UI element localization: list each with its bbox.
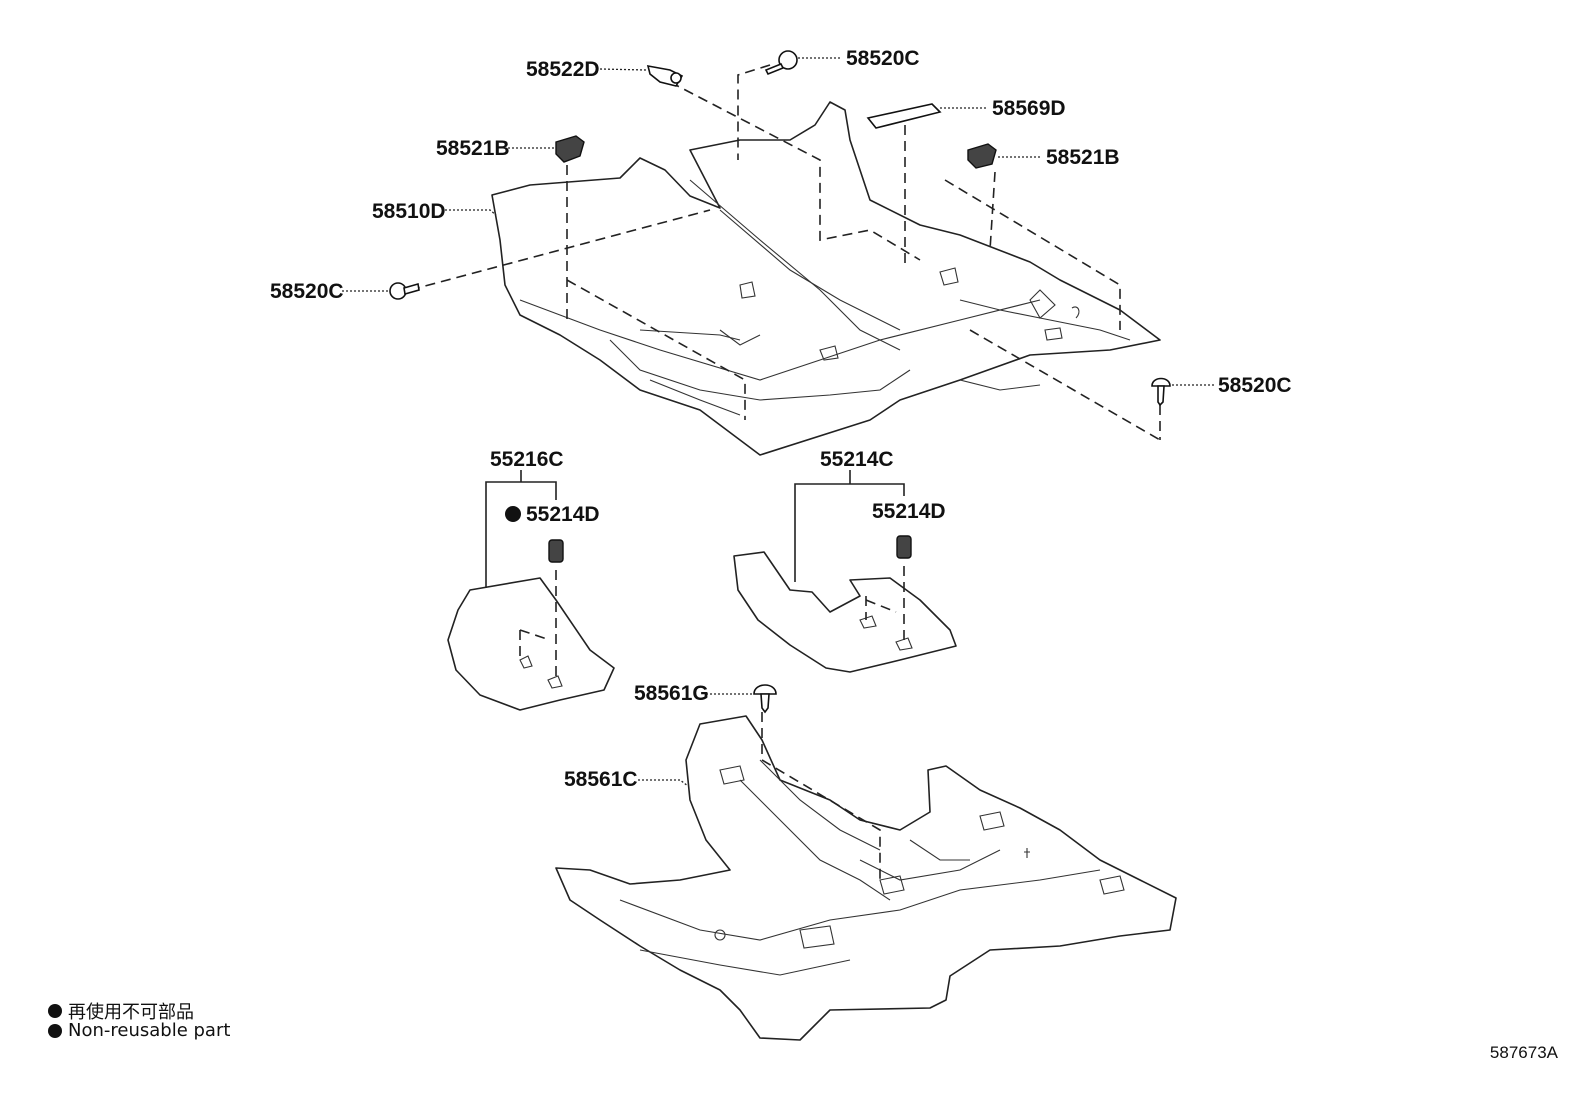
clip-55214D-left bbox=[548, 539, 564, 563]
label-55214D-right: 55214D bbox=[872, 500, 946, 523]
label-58520C-right: 58520C bbox=[1218, 374, 1292, 397]
clip-58520C-left bbox=[389, 282, 420, 300]
clip-58520C-right bbox=[1151, 377, 1171, 407]
clip-58522D bbox=[646, 64, 684, 87]
bracket-58569D bbox=[866, 103, 942, 129]
label-58520C-left: 58520C bbox=[270, 280, 344, 303]
label-55216C: 55216C bbox=[490, 448, 564, 471]
legend-text-english: Non-reusable part bbox=[68, 1020, 231, 1041]
label-58561C: 58561C bbox=[564, 768, 638, 791]
bracket-55214C bbox=[794, 470, 905, 582]
legend-row-japanese: 再使用不可部品 bbox=[48, 998, 194, 1024]
label-58569D: 58569D bbox=[992, 97, 1066, 120]
floor-carpet-rear bbox=[555, 712, 1177, 1041]
clip-58520C-top bbox=[764, 50, 798, 76]
label-58521B-left: 58521B bbox=[436, 137, 510, 160]
label-58520C-top: 58520C bbox=[846, 47, 920, 70]
label-55214D-left: 55214D bbox=[526, 503, 600, 526]
clip-58521B-left bbox=[555, 135, 585, 163]
label-58510D: 58510D bbox=[372, 200, 446, 223]
fastener-routing-lines-upper bbox=[409, 64, 1161, 441]
diagram-code: 587673A bbox=[1489, 1043, 1558, 1062]
legend-text-japanese: 再使用不可部品 bbox=[68, 1002, 194, 1023]
label-58561G: 58561G bbox=[634, 682, 709, 705]
clip-58521B-right bbox=[967, 143, 997, 169]
clip-55214D-right bbox=[896, 535, 912, 559]
legend-row-english: Non-reusable part bbox=[48, 1020, 230, 1041]
label-55214C: 55214C bbox=[820, 448, 894, 471]
label-58522D: 58522D bbox=[526, 58, 600, 81]
floor-carpet-front bbox=[491, 101, 1161, 456]
non-reusable-marker bbox=[505, 506, 521, 522]
label-58521B-right: 58521B bbox=[1046, 146, 1120, 169]
insulator-pad-left bbox=[447, 570, 615, 711]
clip-58561G bbox=[753, 684, 777, 714]
non-reusable-dot-icon bbox=[48, 1004, 62, 1018]
insulator-pad-right bbox=[733, 551, 957, 673]
leader-lines bbox=[342, 57, 1214, 787]
bracket-55216C bbox=[485, 470, 557, 588]
non-reusable-dot-icon bbox=[48, 1023, 62, 1038]
